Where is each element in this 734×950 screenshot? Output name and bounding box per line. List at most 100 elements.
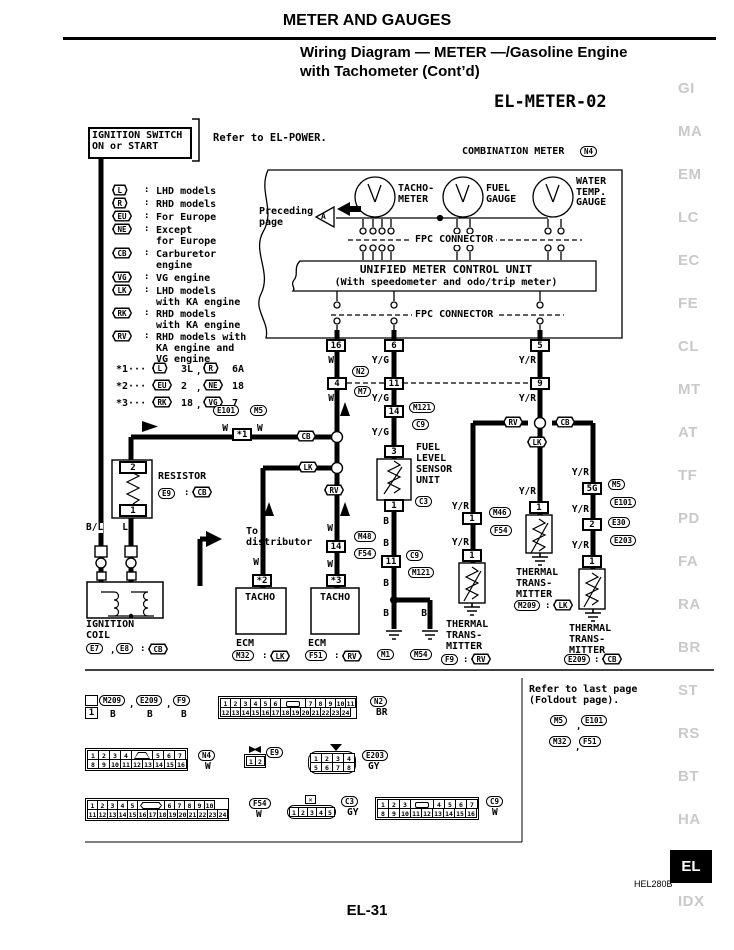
- connector-pin-c6: 6: [384, 339, 404, 352]
- separator-text-pcc: :: [140, 644, 146, 654]
- legend-symbol-rv-text: RV: [113, 331, 131, 341]
- legend-symbol-ne: NE: [112, 223, 133, 235]
- legend-symbol-ne-text: NE: [113, 224, 131, 234]
- connector-ref-tag-rc3b: C3: [341, 796, 359, 807]
- connector-ref-tag-re209b: E209: [136, 695, 163, 706]
- connector-pin-cx3: *3: [326, 574, 346, 587]
- pin-cell: 24: [217, 809, 228, 819]
- diagram-text-tres: RESISTOR: [158, 471, 207, 482]
- margin-tab-gi: GI: [678, 80, 695, 97]
- model-variant-tag-vcb1: CB: [296, 430, 317, 442]
- margin-tab-cl: CL: [678, 338, 699, 355]
- connector-pin-c2r: 2: [582, 518, 602, 531]
- legend-note-symbol-a-text: RK: [153, 397, 171, 407]
- fpc-connector-label-bottom: FPC CONNECTOR: [412, 309, 497, 320]
- pin-slot: [410, 799, 434, 809]
- connector-ref-tag-rf9: F9: [441, 654, 459, 665]
- legend-symbol-rk: RK: [112, 307, 133, 319]
- connector-ref-tag-rf54b: F54: [490, 525, 512, 536]
- legend-note-prefix: *3···: [116, 398, 147, 409]
- connector-ref-tag-rm1: M1: [377, 649, 395, 660]
- doc-code: HEL280B: [634, 879, 673, 889]
- pin-cell: 24: [340, 707, 351, 717]
- wire-color-label-ww3: W: [492, 807, 498, 818]
- legend-note-symbol-b-text: VG: [204, 397, 222, 407]
- connector-notch-icon: [330, 744, 342, 751]
- model-variant-tag-vcb2-text: CB: [556, 417, 574, 427]
- connector-pin-cx2: *2: [252, 574, 272, 587]
- wire-color-label-w3: W: [327, 523, 333, 534]
- model-variant-tag-vcbc: CB: [148, 643, 169, 655]
- connector-ref-tag-rm209: M209: [514, 600, 541, 611]
- legend-note-value-a: 18: [181, 398, 194, 409]
- connector-pin-c16: 16: [326, 339, 346, 352]
- legend-note-comma: ,: [196, 401, 202, 411]
- connector-pin-c1la: 1: [462, 512, 482, 525]
- legend-colon: :: [144, 198, 150, 208]
- legend-note-value-a: 2: [181, 381, 188, 392]
- legend-symbol-rv: RV: [112, 330, 133, 342]
- tachometer-label: TACHO- METER: [398, 183, 435, 205]
- ground-terminal-icon: [85, 695, 98, 706]
- pin-cell: 8: [343, 762, 355, 772]
- wire-color-label-yrr2: Y/R: [571, 504, 589, 515]
- legend-note-symbol-a: EU: [152, 379, 173, 391]
- legend-symbol-cb-text: CB: [113, 248, 131, 258]
- legend-symbol-cb: CB: [112, 247, 133, 259]
- wire-color-label-w7: W: [257, 423, 263, 434]
- legend-text-eu: For Europe: [156, 212, 217, 223]
- separator-text-pe9: :: [184, 488, 190, 498]
- connector-pin-c11b: 11: [381, 555, 401, 568]
- connector-pin-c1s: 1: [384, 499, 404, 512]
- margin-tab-idx: IDX: [678, 893, 705, 910]
- wire-color-label-w6: W: [222, 423, 228, 434]
- model-variant-tag-vrve: RV: [342, 650, 363, 662]
- connector-ref-tag-rm48: M48: [354, 531, 376, 542]
- wire-color-label-bb4: B: [383, 608, 389, 619]
- separator-text-pm209: :: [545, 601, 551, 611]
- wire-color-label-ww2: W: [256, 809, 262, 820]
- connector-pin-c1m: 1: [529, 501, 549, 514]
- legend-note-symbol-b-text: R: [204, 363, 218, 373]
- wire-color-label-ww1: W: [205, 761, 211, 772]
- connector-ref-tag-rn2: N2: [352, 366, 370, 377]
- connector-ref-tag-rm209b: M209: [99, 695, 126, 706]
- model-variant-tag-vcbt: CB: [602, 653, 623, 665]
- legend-note-value-b: 7: [232, 398, 239, 409]
- connector-ref-tag-rm32: M32: [232, 650, 254, 661]
- connector-ref-tag-re7: E7: [86, 643, 104, 654]
- margin-tab-em: EM: [678, 166, 702, 183]
- separator-text-pcm: ,: [110, 646, 116, 656]
- model-variant-tag-vcbr: CB: [192, 486, 213, 498]
- wire-color-label-wb2: B: [147, 709, 153, 720]
- connector-ref-tag-re8: E8: [116, 643, 134, 654]
- legend-text-lk: LHD models with KA engine: [156, 286, 241, 308]
- wire-color-label-w1: W: [328, 355, 334, 366]
- pin-cell: 5: [325, 807, 335, 817]
- model-variant-tag-vcbr-text: CB: [193, 487, 211, 497]
- margin-tab-fe: FE: [678, 295, 699, 312]
- separator-text-pf51: :: [334, 651, 340, 661]
- margin-tab-ra: RA: [678, 596, 701, 613]
- model-variant-tag-vlkt-text: LK: [554, 600, 572, 610]
- connector-pin-c3p: 3: [384, 445, 404, 458]
- legend-note-comma: ,: [196, 384, 202, 394]
- legend-note-prefix: *2···: [116, 381, 147, 392]
- water-temp-gauge-label: WATER TEMP. GAUGE: [576, 176, 607, 208]
- legend-symbol-l: L: [112, 184, 128, 196]
- diagram-text-tttl: THERMAL TRANS- MITTER: [446, 619, 489, 652]
- model-variant-tag-vrv2: RV: [503, 416, 524, 428]
- connector-ref-tag-re30: E30: [608, 517, 630, 528]
- connector-ref-tag-rm5c: M5: [550, 715, 568, 726]
- diagram-text-tdist: To distributor: [246, 526, 313, 548]
- model-variant-tag-vcbc-text: CB: [149, 644, 167, 654]
- margin-tab-fa: FA: [678, 553, 699, 570]
- legend-symbol-eu: EU: [112, 210, 133, 222]
- legend-colon: :: [144, 331, 150, 341]
- wire-color-label-wbr: BR: [376, 707, 388, 718]
- connector-ref-tag-re203c: E203: [362, 750, 389, 761]
- diagram-text-tta1: TACHO: [245, 592, 276, 603]
- model-variant-tag-vcb1-text: CB: [297, 431, 315, 441]
- fuel-gauge-label: FUEL GAUGE: [486, 183, 517, 205]
